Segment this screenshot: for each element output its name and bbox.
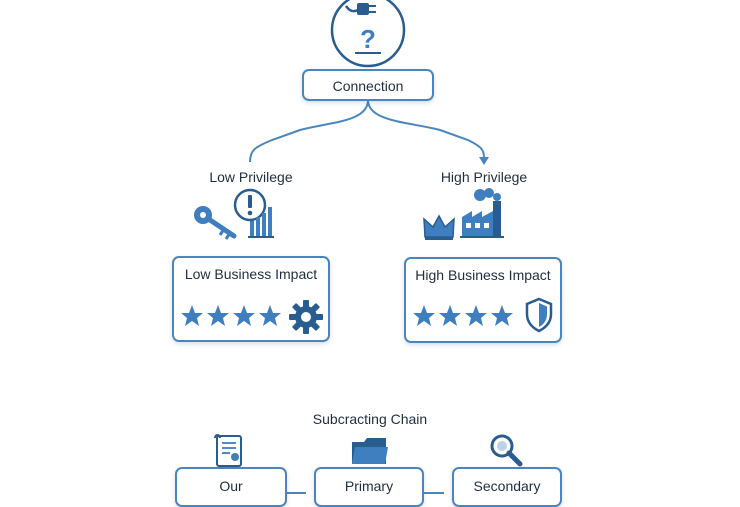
card-title: Low Business Impact <box>184 266 318 282</box>
chain-title: Subcracting Chain <box>312 411 428 427</box>
high-business-impact-card: High Business Impact <box>404 257 562 343</box>
crown-icon <box>423 214 455 240</box>
plug-question-icon: ? <box>330 0 406 68</box>
document-icon <box>214 434 242 467</box>
chain-node-primary: Primary <box>314 467 424 507</box>
connection-node: Connection <box>302 69 434 101</box>
high-privilege-label: High Privilege <box>440 169 528 185</box>
alert-icon <box>233 188 267 222</box>
star-icon <box>207 305 229 326</box>
star-icon <box>439 305 461 326</box>
chain-node-label: Our <box>219 478 243 494</box>
rating-stars <box>181 305 281 326</box>
card-title: High Business Impact <box>415 267 551 283</box>
chain-node-secondary: Secondary <box>452 467 562 507</box>
shield-icon <box>525 297 553 333</box>
star-icon <box>465 305 487 326</box>
connection-label: Connection <box>332 78 404 94</box>
folder-icon <box>352 438 388 464</box>
magnifier-icon <box>490 434 523 467</box>
factory-icon <box>460 188 504 238</box>
star-icon <box>181 305 203 326</box>
low-business-impact-card: Low Business Impact <box>172 256 330 342</box>
rating-stars <box>413 305 513 326</box>
chain-node-label: Secondary <box>473 478 541 494</box>
key-icon <box>194 206 237 240</box>
star-icon <box>491 305 513 326</box>
chain-node-label: Primary <box>344 478 394 494</box>
gear-icon <box>289 300 323 334</box>
chain-node-our: Our <box>175 467 287 507</box>
star-icon <box>413 305 435 326</box>
low-privilege-label: Low Privilege <box>209 169 293 185</box>
star-icon <box>259 305 281 326</box>
bar-chart-icon <box>248 207 274 238</box>
star-icon <box>233 305 255 326</box>
svg-text:?: ? <box>360 24 376 54</box>
